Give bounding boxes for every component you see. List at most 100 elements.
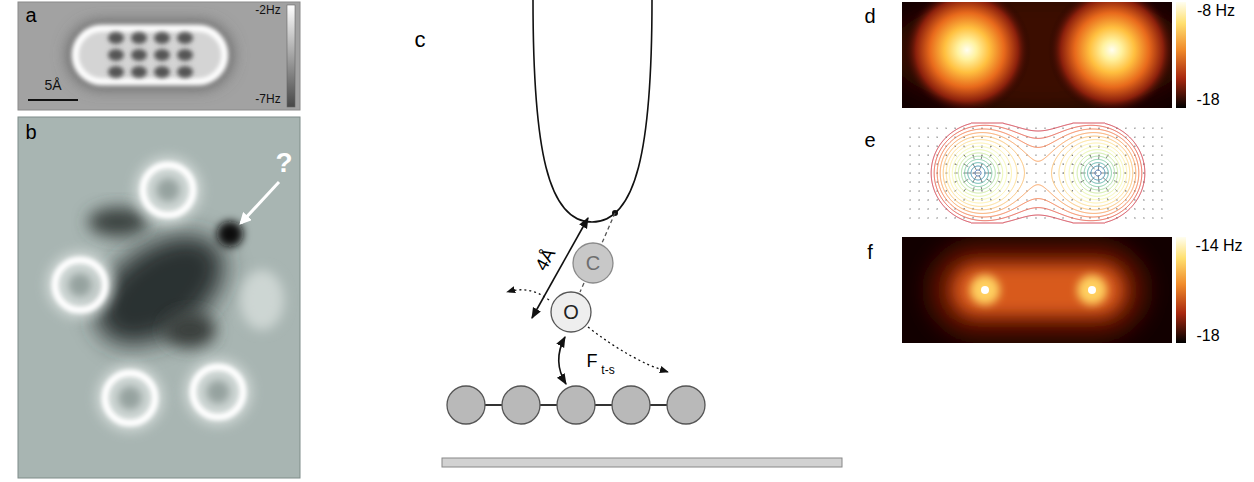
field-arrow <box>1161 137 1162 138</box>
field-dot <box>1035 163 1036 164</box>
field-arrow <box>919 208 920 209</box>
orbital-blob <box>154 49 170 61</box>
field-arrow <box>1026 146 1027 147</box>
atom-shape <box>551 292 591 332</box>
field-arrow <box>928 155 930 156</box>
field-arrow <box>1063 155 1065 156</box>
field-arrow <box>955 217 956 219</box>
field-dot <box>1152 199 1153 200</box>
field-dot <box>981 127 982 128</box>
field-dot <box>1008 154 1009 155</box>
field-arrow <box>1008 181 1009 182</box>
color-bar <box>1176 237 1186 343</box>
field-dot <box>1053 190 1054 191</box>
atom-symbol: O <box>563 302 579 322</box>
field-arrow <box>1090 137 1091 138</box>
field-arrow <box>1134 208 1135 209</box>
field-arrow <box>1054 137 1055 138</box>
field-dot <box>1143 127 1144 128</box>
field-dot <box>1116 208 1117 209</box>
field-arrow <box>910 128 911 129</box>
map-peak <box>903 2 1031 108</box>
field-arrow <box>928 190 930 191</box>
scale-bar <box>28 99 78 101</box>
field-dot <box>1107 208 1108 209</box>
simulated-map <box>902 2 1172 108</box>
field-dot <box>945 190 946 191</box>
field-dot <box>927 172 928 173</box>
field-arrow <box>981 137 982 138</box>
map-glow <box>952 264 1124 316</box>
field-arrow <box>990 199 992 200</box>
field-dot <box>1152 181 1153 182</box>
field-dot <box>936 199 937 200</box>
field-arrow <box>919 190 920 191</box>
field-arrow <box>919 217 920 218</box>
field-dot <box>927 136 928 137</box>
molecule-atoms <box>447 386 705 424</box>
field-arrow <box>973 217 974 219</box>
molecule-image <box>75 28 225 82</box>
bond-line <box>540 404 557 406</box>
field-dot <box>1044 163 1045 164</box>
field-dot <box>1026 163 1027 164</box>
field-arrow <box>910 208 911 209</box>
field-arrow <box>1026 217 1027 218</box>
field-arrow <box>1098 208 1099 209</box>
scale-min: -18 <box>1196 327 1219 345</box>
field-arrow <box>1152 164 1154 165</box>
field-arrow <box>1008 190 1010 192</box>
dark-region <box>164 312 216 348</box>
field-dot <box>1134 199 1135 200</box>
field-arrow <box>1045 181 1046 182</box>
scale-max: -8 Hz <box>1197 2 1235 20</box>
field-arrow <box>1152 217 1153 218</box>
field-arrow <box>1161 181 1162 182</box>
field-arrow <box>1098 187 1099 191</box>
field-dot <box>945 163 946 164</box>
orbital-blob <box>177 32 193 44</box>
field-arrow <box>1152 208 1153 209</box>
field-arrow <box>1045 190 1046 191</box>
map-ground <box>902 237 1172 343</box>
field-arrow <box>1063 181 1065 182</box>
field-arrow <box>928 164 930 165</box>
field-arrow <box>910 137 911 138</box>
ring-edge <box>55 260 105 310</box>
field-dot <box>1035 181 1036 182</box>
field-dot <box>909 136 910 137</box>
field-arrow <box>1098 137 1099 138</box>
field-arrow <box>990 217 991 219</box>
field-arrow <box>1152 173 1154 174</box>
field-arrow <box>1008 137 1009 139</box>
orbital-blob <box>177 49 193 61</box>
field-dot <box>972 217 973 218</box>
field-dot <box>1152 172 1153 173</box>
orbital-blob <box>177 66 193 78</box>
field-dot <box>963 127 964 128</box>
field-arrow <box>1035 155 1036 156</box>
field-dot <box>954 217 955 218</box>
field-arrow <box>910 146 911 147</box>
field-dot <box>909 163 910 164</box>
field-dot <box>1035 154 1036 155</box>
ring-glow <box>184 358 252 426</box>
field-arrow <box>910 181 911 182</box>
field-dot <box>936 208 937 209</box>
field-dot <box>1008 190 1009 191</box>
field-arrow <box>1143 217 1144 218</box>
field-dot <box>1017 172 1018 173</box>
field-arrow <box>1152 137 1153 138</box>
contour-lines <box>909 123 1162 223</box>
dark-spot <box>217 221 243 247</box>
field-dot <box>1152 154 1153 155</box>
field-dot <box>1053 145 1054 146</box>
map-glow <box>930 245 1145 335</box>
swing-arrow <box>507 290 549 300</box>
field-arrow <box>1161 217 1162 218</box>
field-arrow <box>1090 208 1091 209</box>
field-arrow <box>1054 146 1055 147</box>
field-arrow <box>1054 190 1055 191</box>
field-dot <box>945 217 946 218</box>
field-dot <box>1053 136 1054 137</box>
